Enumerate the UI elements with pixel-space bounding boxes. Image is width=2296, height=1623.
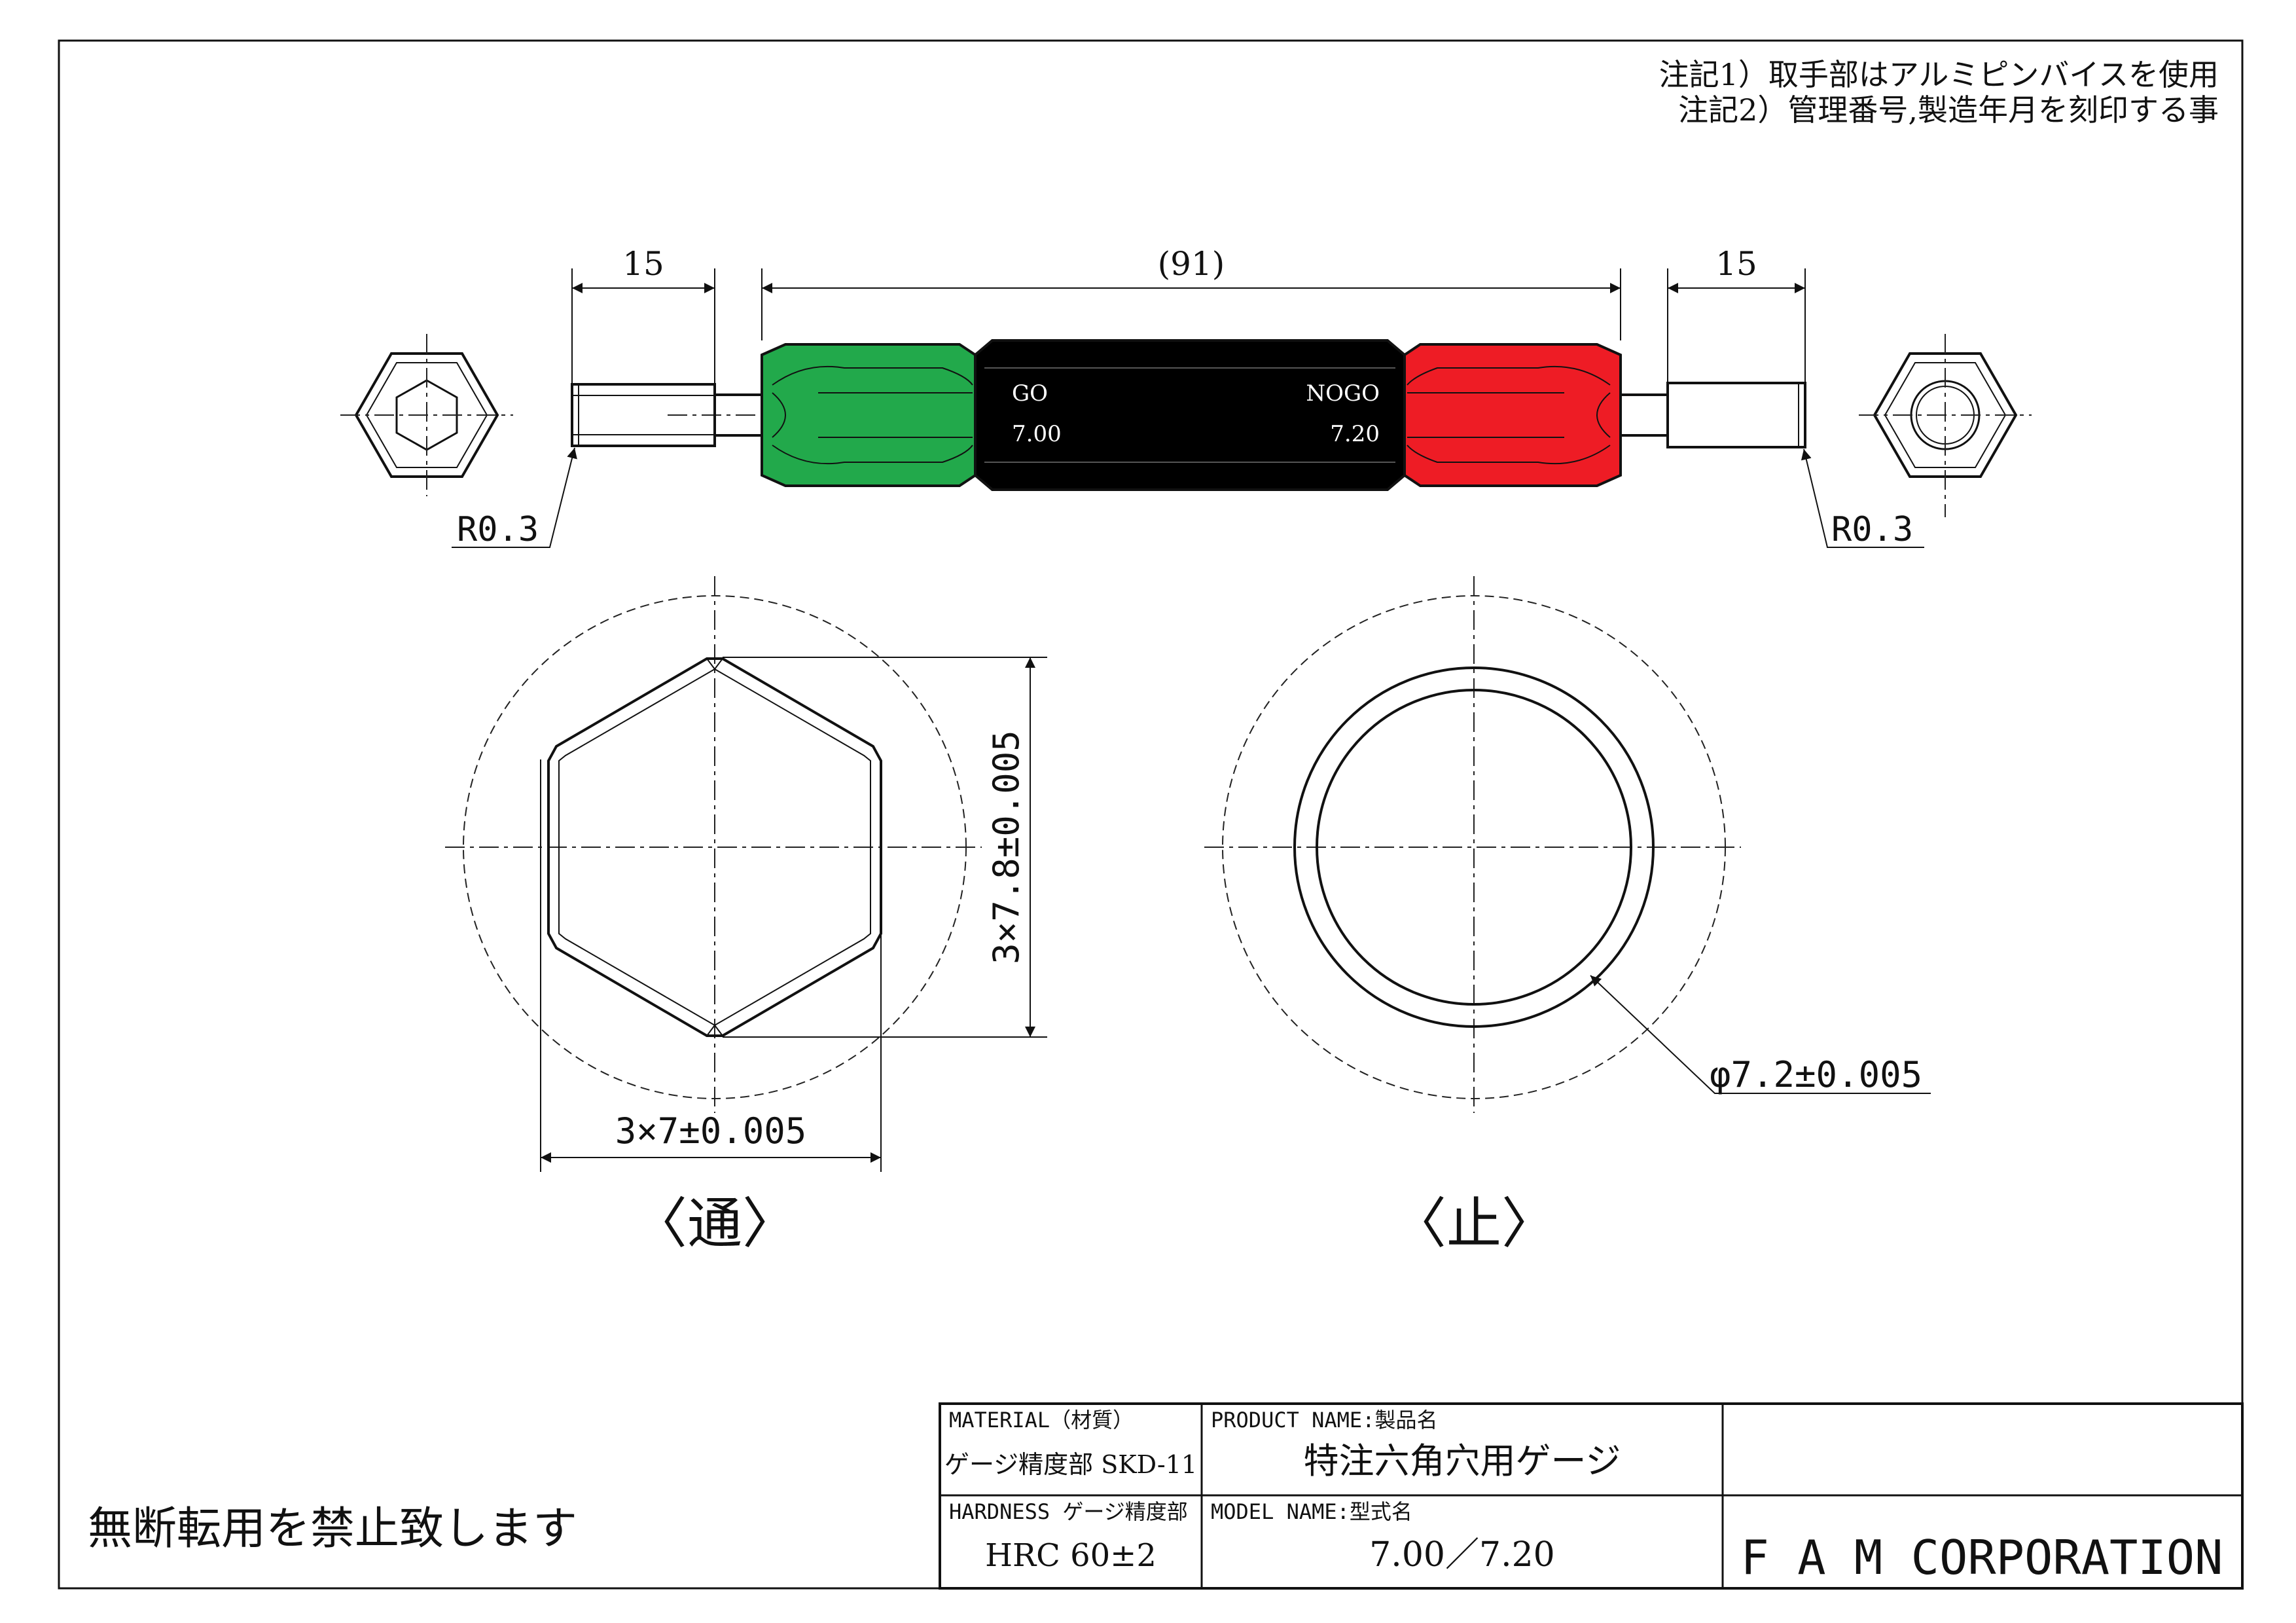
leader-left-radius: R0.3 <box>452 447 577 549</box>
hardness-value: HRC 60±2 <box>985 1537 1157 1574</box>
material-value: ゲージ精度部 SKD-11 <box>944 1450 1197 1479</box>
gauge-body: GO 7.00 NOGO 7.20 <box>974 339 1406 491</box>
go-view-label: 〈通〉 <box>632 1192 797 1256</box>
gauge-body-shape <box>974 339 1406 491</box>
go-handle <box>761 343 977 487</box>
nogo-size-label: 7.20 <box>1330 421 1380 447</box>
note-1: 注記1）取手部はアルミピンバイスを使用 <box>1659 57 2219 92</box>
drawing-frame <box>58 39 2244 1590</box>
product-value: 特注六角穴用ゲージ <box>1304 1440 1621 1482</box>
material-header: MATERIAL（材質） <box>949 1408 1134 1432</box>
dimension-right-length: 15 <box>1667 245 1806 382</box>
dim-left-length-text: 15 <box>622 245 664 283</box>
nogo-label: NOGO <box>1306 380 1380 407</box>
title-block: MATERIAL（材質） ゲージ精度部 SKD-11 PRODUCT NAME:… <box>939 1402 2244 1590</box>
nogo-handle <box>1403 343 1622 487</box>
model-value: 7.00／7.20 <box>1369 1535 1555 1575</box>
dimension-overall-length: (91) <box>761 245 1621 340</box>
dimension-left-length: 15 <box>571 245 715 383</box>
company-name: F A M CORPORATION <box>1741 1530 2223 1585</box>
right-end-round-view <box>1859 334 2032 517</box>
dim-right-length-text: 15 <box>1715 245 1757 283</box>
go-probe <box>571 383 763 447</box>
go-handle-body <box>761 343 977 487</box>
go-hex-view: 3×7.8±0.005 3×7±0.005 〈通〉 <box>445 576 1047 1256</box>
nogo-round-view: φ7.2±0.005 〈止〉 <box>1204 576 1931 1256</box>
dim-right-radius-text: R0.3 <box>1831 510 1913 549</box>
dim-hex-height-text: 3×7.8±0.005 <box>986 730 1027 964</box>
left-end-hex-view <box>340 334 513 496</box>
go-size-label: 7.00 <box>1012 421 1062 447</box>
nogo-probe <box>1619 382 1806 448</box>
dim-round-diameter-text: φ7.2±0.005 <box>1710 1054 1922 1095</box>
nogo-view-label: 〈止〉 <box>1391 1192 1556 1256</box>
note-2: 注記2）管理番号,製造年月を刻印する事 <box>1678 92 2219 128</box>
leader-right-radius: R0.3 <box>1801 448 1924 549</box>
go-label: GO <box>1012 380 1048 407</box>
dim-left-radius-text: R0.3 <box>457 510 539 549</box>
copyright-notice: 無断転用を禁止致します <box>88 1503 577 1555</box>
nogo-handle-body <box>1403 343 1622 487</box>
model-header: MODEL NAME:型式名 <box>1211 1499 1412 1524</box>
product-header: PRODUCT NAME:製品名 <box>1211 1408 1437 1432</box>
hardness-header: HARDNESS ゲージ精度部 <box>949 1499 1188 1524</box>
dim-hex-width-text: 3×7±0.005 <box>615 1110 807 1152</box>
dim-overall-length-text: (91) <box>1158 245 1225 283</box>
gauge-side-view: GO 7.00 NOGO 7.20 <box>340 245 2032 549</box>
